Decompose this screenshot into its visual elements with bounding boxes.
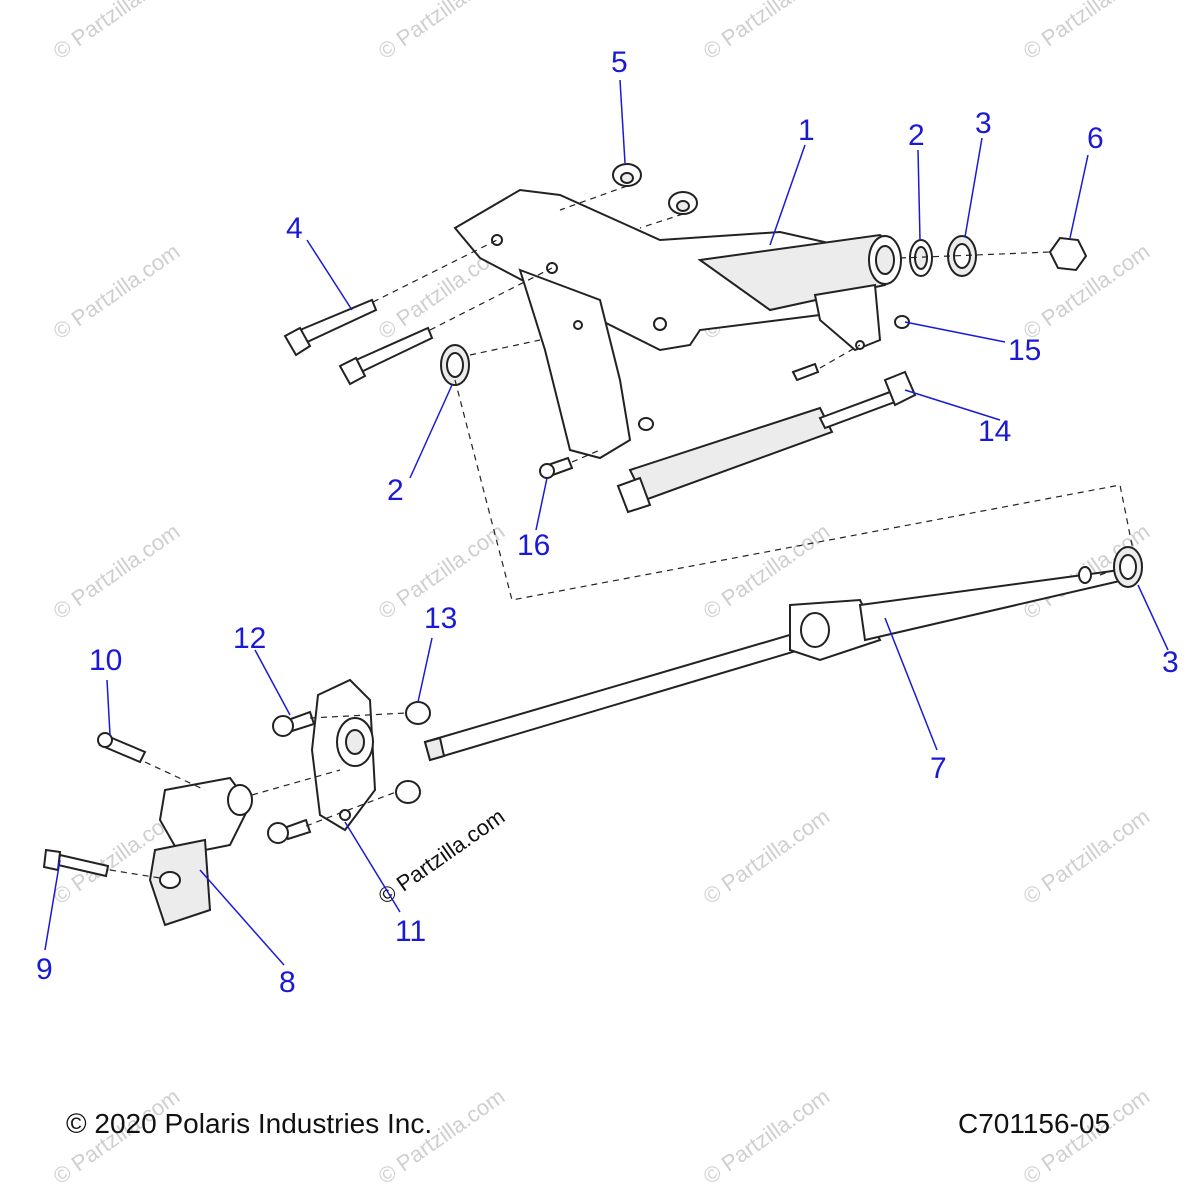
callout-1: 1 — [798, 114, 815, 147]
small-nut-15 — [894, 315, 910, 329]
leader-lines — [44, 79, 1169, 966]
seal-lower — [1113, 546, 1143, 588]
assembly-lines-lower — [109, 569, 1115, 879]
callout-12: 12 — [233, 622, 266, 655]
callout-14: 14 — [978, 415, 1011, 448]
callout-2-lower: 2 — [387, 474, 404, 507]
watermark-text: © Partzilla.com — [49, 519, 185, 625]
callout-2-upper: 2 — [908, 119, 925, 152]
callout-6: 6 — [1087, 122, 1104, 155]
watermark-text: © Partzilla.com — [49, 0, 185, 64]
screw-16 — [539, 456, 574, 479]
nut-second — [668, 191, 698, 215]
watermark-text: © Partzilla.com — [1019, 804, 1155, 910]
callout-labels: 1 2 3 4 5 6 2 3 7 8 9 10 11 12 13 14 15 … — [36, 46, 1179, 999]
callout-5: 5 — [611, 46, 628, 79]
steering-bracket — [453, 188, 902, 460]
bolt-long-upper — [283, 298, 378, 357]
watermark-text: © Partzilla.com — [1019, 239, 1155, 345]
callout-4: 4 — [286, 212, 303, 245]
callout-11: 11 — [395, 915, 426, 948]
steering-damper — [616, 370, 917, 514]
bearing-flange — [310, 678, 377, 832]
copyright-notice: © 2020 Polaris Industries Inc. — [66, 1108, 433, 1139]
watermark-text: © Partzilla.com — [699, 0, 835, 64]
bushing-upper — [909, 239, 933, 277]
flange-bolt-upper — [272, 710, 316, 737]
seal-upper — [947, 235, 977, 277]
flange-bolt-lower — [267, 818, 312, 844]
small-screw — [791, 362, 820, 382]
callout-3-lower: 3 — [1162, 646, 1179, 679]
figure-id: C701156-05 — [958, 1108, 1111, 1139]
watermark-text: © Partzilla.com — [1019, 0, 1155, 64]
locknut — [1048, 236, 1088, 272]
callout-7: 7 — [930, 752, 947, 785]
callout-8: 8 — [279, 966, 296, 999]
watermark-text: © Partzilla.com — [699, 804, 835, 910]
watermark-text: © Partzilla.com — [49, 239, 185, 345]
u-joint — [148, 776, 253, 927]
bushing-lower — [440, 344, 470, 386]
nut-top — [612, 163, 642, 187]
callout-16: 16 — [517, 529, 550, 562]
assembly-lines-upper — [372, 185, 1136, 601]
watermark-text: © Partzilla.com — [374, 0, 510, 64]
callout-15: 15 — [1008, 334, 1041, 367]
callout-3-upper: 3 — [975, 107, 992, 140]
callout-9: 9 — [36, 953, 53, 986]
flange-nut-upper — [405, 701, 431, 725]
watermark-text-dark: © Partzilla.com — [374, 804, 510, 910]
flange-nut-lower — [395, 780, 421, 804]
small-nut-mid — [638, 417, 654, 431]
steering-shaft — [423, 566, 1126, 762]
bolt-long-lower — [338, 326, 434, 386]
u-joint-bolt-top — [97, 732, 147, 764]
callout-13: 13 — [424, 602, 457, 635]
watermark-text: © Partzilla.com — [699, 1084, 835, 1190]
callout-10: 10 — [89, 644, 122, 677]
